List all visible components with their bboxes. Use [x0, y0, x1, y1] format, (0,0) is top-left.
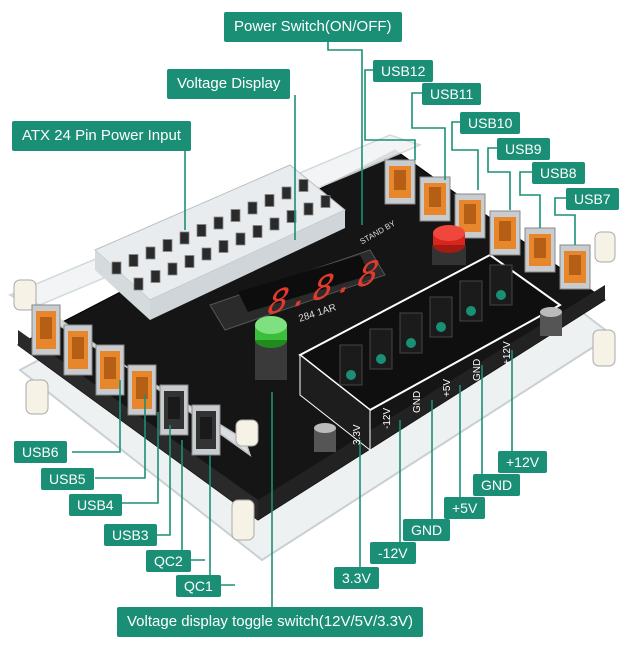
voltage-toggle-button	[255, 316, 287, 380]
terminal-body	[369, 328, 393, 370]
usb-port-front	[191, 404, 221, 456]
label-power-switch: Power Switch(ON/OFF)	[224, 12, 402, 42]
usb-port-front	[159, 384, 189, 436]
atx-pin	[247, 201, 258, 215]
atx-pin	[264, 194, 275, 207]
terminal-label: GND	[472, 358, 483, 381]
terminal-indicator	[466, 306, 476, 316]
terminal-body	[429, 296, 453, 338]
label-usb7: USB7	[566, 188, 619, 210]
atx-pin	[196, 224, 207, 237]
label-usb9: USB9	[497, 138, 550, 160]
label-minus-12v: -12V	[370, 542, 416, 564]
atx-pin	[269, 217, 280, 231]
atx-pin	[201, 247, 212, 261]
usb-port-top	[524, 227, 556, 273]
atx-pin	[320, 195, 331, 208]
terminal-indicator	[376, 354, 386, 364]
usb-port-top	[489, 210, 521, 256]
atx-pin	[162, 239, 173, 252]
atx-pin	[303, 202, 314, 216]
usb-port-front	[127, 364, 157, 416]
atx-pin	[184, 255, 195, 268]
callout-lines	[72, 40, 576, 607]
usb-port-front	[63, 324, 93, 376]
label-usb6: USB6	[14, 441, 67, 463]
pcb-edge-front	[18, 330, 258, 520]
terminal-screws	[339, 264, 513, 386]
atx-pin	[298, 179, 309, 192]
atx-pin	[230, 209, 241, 222]
label-usb4: USB4	[69, 494, 122, 516]
atx-pin	[128, 254, 139, 267]
label-qc2: QC2	[146, 550, 191, 572]
capacitor-right	[540, 307, 562, 336]
power-switch-button	[432, 225, 466, 265]
standoff-back-right	[594, 231, 616, 263]
atx-pin	[281, 186, 292, 200]
atx-pin-grid	[111, 179, 331, 291]
usb-port-top	[419, 176, 451, 222]
label-qc1: QC1	[176, 575, 221, 597]
usb-port-top	[454, 193, 486, 239]
terminal-indicator	[346, 370, 356, 380]
label-plus-5v: +5V	[444, 497, 486, 519]
standoff-bottom-front	[231, 499, 255, 541]
atx-pin	[150, 270, 161, 283]
atx-pin	[145, 246, 156, 260]
terminal-label: GND	[412, 390, 423, 413]
label-usb11: USB11	[422, 83, 482, 105]
label-usb10: USB10	[460, 112, 521, 134]
terminal-indicator	[436, 322, 446, 332]
atx-pin	[286, 210, 297, 223]
atx-pin	[252, 225, 263, 238]
label-toggle-switch: Voltage display toggle switch(12V/5V/3.3…	[117, 607, 424, 637]
usb-port-top	[384, 159, 416, 205]
atx-pin	[167, 262, 178, 276]
terminal-indicator	[496, 290, 506, 300]
terminal-body	[399, 312, 423, 354]
atx-pin	[179, 231, 190, 245]
standoff-bottom-right	[592, 329, 616, 367]
usb-port-top	[559, 244, 591, 290]
standoff-top-front	[235, 419, 259, 447]
atx-pin	[235, 232, 246, 246]
usb-ports-front-row	[31, 304, 221, 456]
terminal-label: 3.3V	[352, 424, 363, 445]
terminal-body	[489, 264, 513, 306]
usb-port-front	[31, 304, 61, 356]
label-usb3: USB3	[104, 524, 157, 546]
usb-port-front	[95, 344, 125, 396]
label-atx-input: ATX 24 Pin Power Input	[12, 121, 191, 151]
capacitor-front	[314, 423, 336, 452]
label-gnd-b: GND	[403, 519, 451, 541]
label-gnd-a: GND	[473, 474, 521, 496]
standoff-back-left	[13, 279, 37, 311]
label-voltage-display: Voltage Display	[167, 69, 291, 99]
standoff-bottom-left	[25, 379, 49, 415]
voltage-display	[209, 249, 386, 331]
atx-pin	[111, 261, 122, 275]
label-usb12: USB12	[373, 60, 434, 82]
terminal-body	[339, 344, 363, 386]
terminal-body	[459, 280, 483, 322]
label-plus-12v: +12V	[498, 451, 548, 473]
terminal-label: +5V	[442, 378, 453, 397]
usb-ports-top-row	[384, 159, 591, 290]
label-3v3: 3.3V	[334, 567, 379, 589]
terminal-indicator	[406, 338, 416, 348]
label-usb8: USB8	[532, 162, 585, 184]
label-usb5: USB5	[41, 468, 94, 490]
atx-pin	[218, 240, 229, 253]
terminal-label: +12V	[502, 341, 513, 365]
atx-pin	[213, 216, 224, 230]
terminal-label: -12V	[382, 407, 393, 429]
atx-pin	[133, 277, 144, 291]
